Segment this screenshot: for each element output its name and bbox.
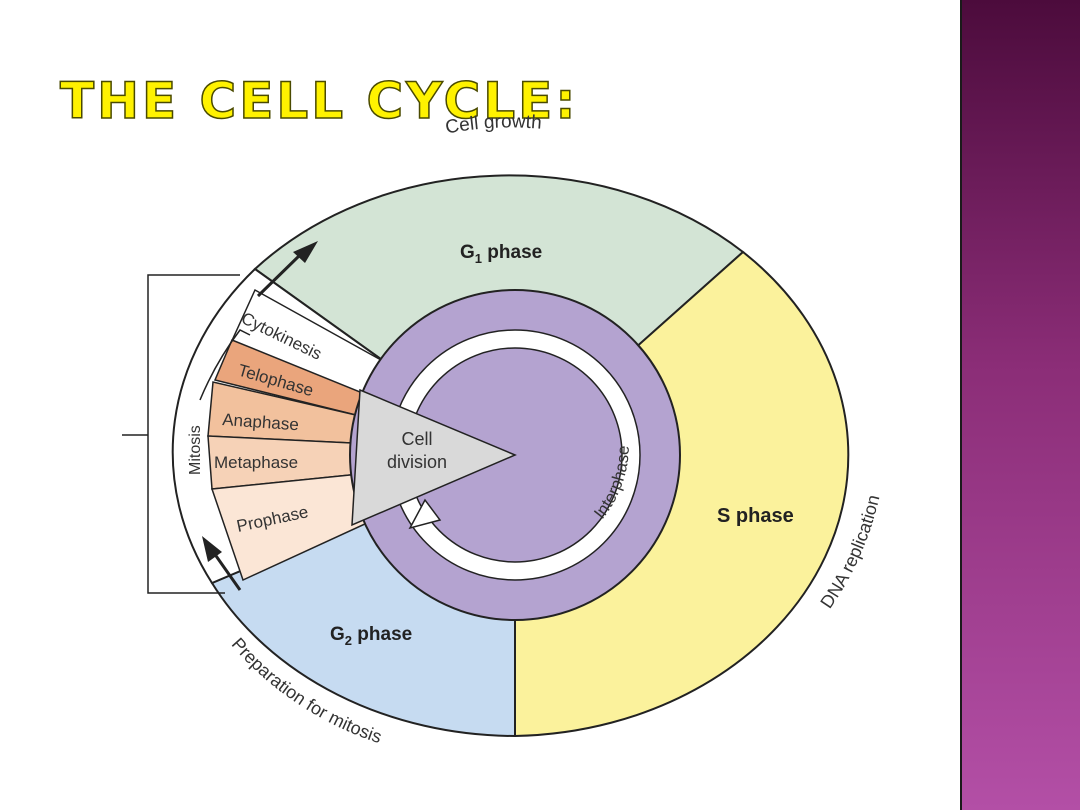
cell-division-label-line2: division (387, 452, 447, 472)
slide-title: THE CELL CYCLE: (59, 71, 579, 131)
s-phase-label: S phase (717, 505, 794, 527)
metaphase-label: Metaphase (214, 453, 298, 472)
g1-label: G1 phase (460, 242, 542, 266)
cell-division-triangle (351, 388, 517, 527)
cell-division-label-line1: Cell (401, 429, 432, 449)
sidebar-edge (960, 0, 963, 810)
s-sector (514, 250, 850, 738)
mitosis-label: Mitosis (187, 425, 204, 475)
decorative-sidebar (962, 0, 1080, 810)
arrow-down-icon (202, 536, 242, 591)
mitosis-bracket (147, 274, 240, 594)
arrow-up-icon (256, 241, 318, 298)
cell-growth-label: Cell growth (444, 111, 543, 138)
g2-label: G2 phase (330, 624, 412, 648)
